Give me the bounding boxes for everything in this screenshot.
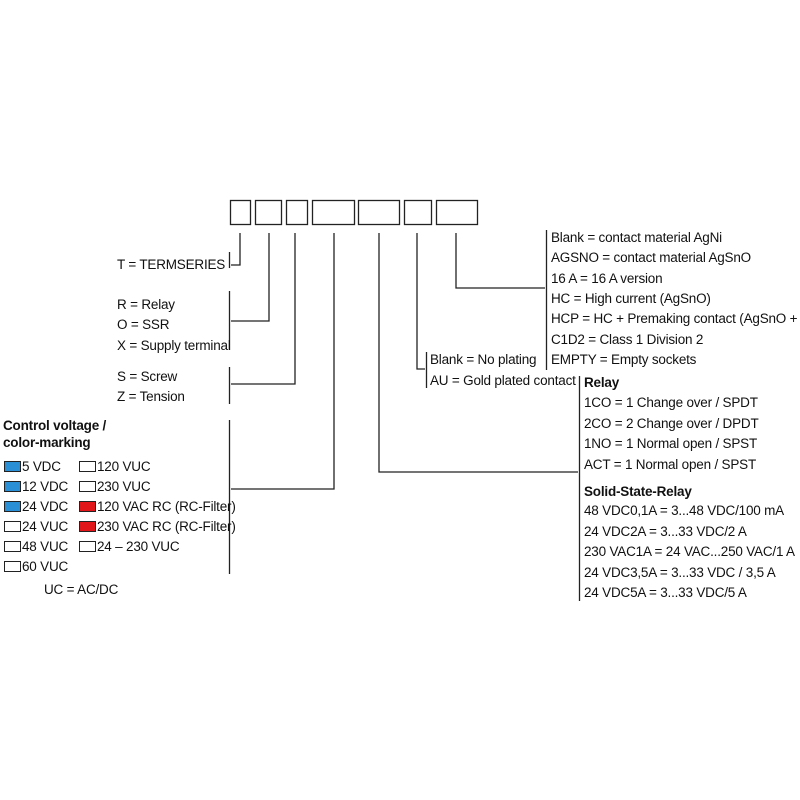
- control-voltage-option: 120 VUC: [97, 459, 151, 474]
- option-screw: S = Screw: [117, 369, 178, 384]
- contact-material-option: HC = High current (AgSnO): [551, 290, 711, 306]
- control-voltage-option: 230 VAC RC (RC-Filter): [97, 519, 236, 534]
- option-ssr: O = SSR: [117, 317, 170, 332]
- ssr-option: 24 VDC5A = 3...33 VDC/5 A: [584, 585, 747, 600]
- option-tension: Z = Tension: [117, 389, 185, 404]
- ssr-option: 24 VDC3,5A = 3...33 VDC / 3,5 A: [584, 564, 776, 580]
- connector-control-voltage: [231, 233, 335, 490]
- color-swatch-white: [79, 461, 96, 472]
- contact-material-option: Blank = contact material AgNi: [551, 230, 722, 245]
- control-voltage-option: 230 VUC: [97, 479, 151, 494]
- uc-note: UC = AC/DC: [44, 582, 119, 597]
- color-swatch-white: [4, 541, 21, 552]
- code-box-4: [311, 199, 356, 226]
- connector-relay-ssr: [378, 233, 578, 473]
- control-voltage-option: 120 VAC RC (RC-Filter): [97, 499, 236, 514]
- control-voltage-option: 5 VDC: [22, 459, 61, 474]
- control-voltage-option: 12 VDC: [22, 479, 69, 494]
- code-box-5: [357, 199, 401, 226]
- contact-material-option: AGSNO = contact material AgSnO: [551, 250, 751, 266]
- relay-option: 1CO = 1 Change over / SPDT: [584, 395, 758, 410]
- option-gold-plated: AU = Gold plated contact: [430, 373, 576, 388]
- control-voltage-option: 60 VUC: [22, 559, 69, 574]
- connector-termseries: [231, 233, 241, 266]
- control-voltage-option: 24 VDC: [22, 499, 69, 514]
- option-supply-terminal: X = Supply terminal: [117, 338, 231, 353]
- color-swatch-blue: [4, 461, 21, 472]
- color-swatch-blue: [4, 501, 21, 512]
- code-box-3: [285, 199, 309, 226]
- ssr-option: 230 VAC1A = 24 VAC...250 VAC/1 A: [584, 544, 795, 559]
- color-swatch-white: [79, 541, 96, 552]
- contact-material-option: C1D2 = Class 1 Division 2: [551, 331, 704, 347]
- option-relay: R = Relay: [117, 297, 175, 312]
- code-box-1: [229, 199, 252, 226]
- relay-option: ACT = 1 Normal open / SPST: [584, 456, 757, 472]
- relay-title: Relay: [584, 375, 620, 390]
- ssr-title: Solid-State-Relay: [584, 484, 692, 499]
- contact-material-option: 16 A = 16 A version: [551, 270, 663, 286]
- contact-material-option: HCP = HC + Premaking contact (AgSnO + W): [551, 311, 800, 327]
- connector-plating: [416, 233, 425, 370]
- ssr-option: 24 VDC2A = 3...33 VDC/2 A: [584, 523, 747, 539]
- control-voltage-option: 48 VUC: [22, 539, 69, 554]
- code-box-6: [403, 199, 433, 226]
- contact-material-option: EMPTY = Empty sockets: [551, 351, 697, 367]
- control-voltage-title: Control voltage /: [3, 418, 107, 433]
- color-marking-title: color-marking: [3, 435, 91, 450]
- color-swatch-red: [79, 521, 96, 532]
- control-voltage-option: 24 VUC: [22, 519, 69, 534]
- color-swatch-blue: [4, 481, 21, 492]
- connector-material: [455, 233, 545, 289]
- code-box-2: [254, 199, 283, 226]
- ssr-option: 48 VDC0,1A = 3...48 VDC/100 mA: [584, 503, 784, 518]
- color-swatch-white: [4, 521, 21, 532]
- option-termseries: T = TERMSERIES: [117, 257, 226, 272]
- connector-type: [231, 233, 270, 322]
- relay-option: 1NO = 1 Normal open / SPST: [584, 436, 758, 451]
- control-voltage-option: 24 – 230 VUC: [97, 539, 180, 554]
- connector-connection: [231, 233, 296, 385]
- color-swatch-red: [79, 501, 96, 512]
- option-no-plating: Blank = No plating: [430, 352, 537, 367]
- color-swatch-white: [4, 561, 21, 572]
- relay-option: 2CO = 2 Change over / DPDT: [584, 415, 759, 431]
- code-box-7: [435, 199, 479, 226]
- color-swatch-white: [79, 481, 96, 492]
